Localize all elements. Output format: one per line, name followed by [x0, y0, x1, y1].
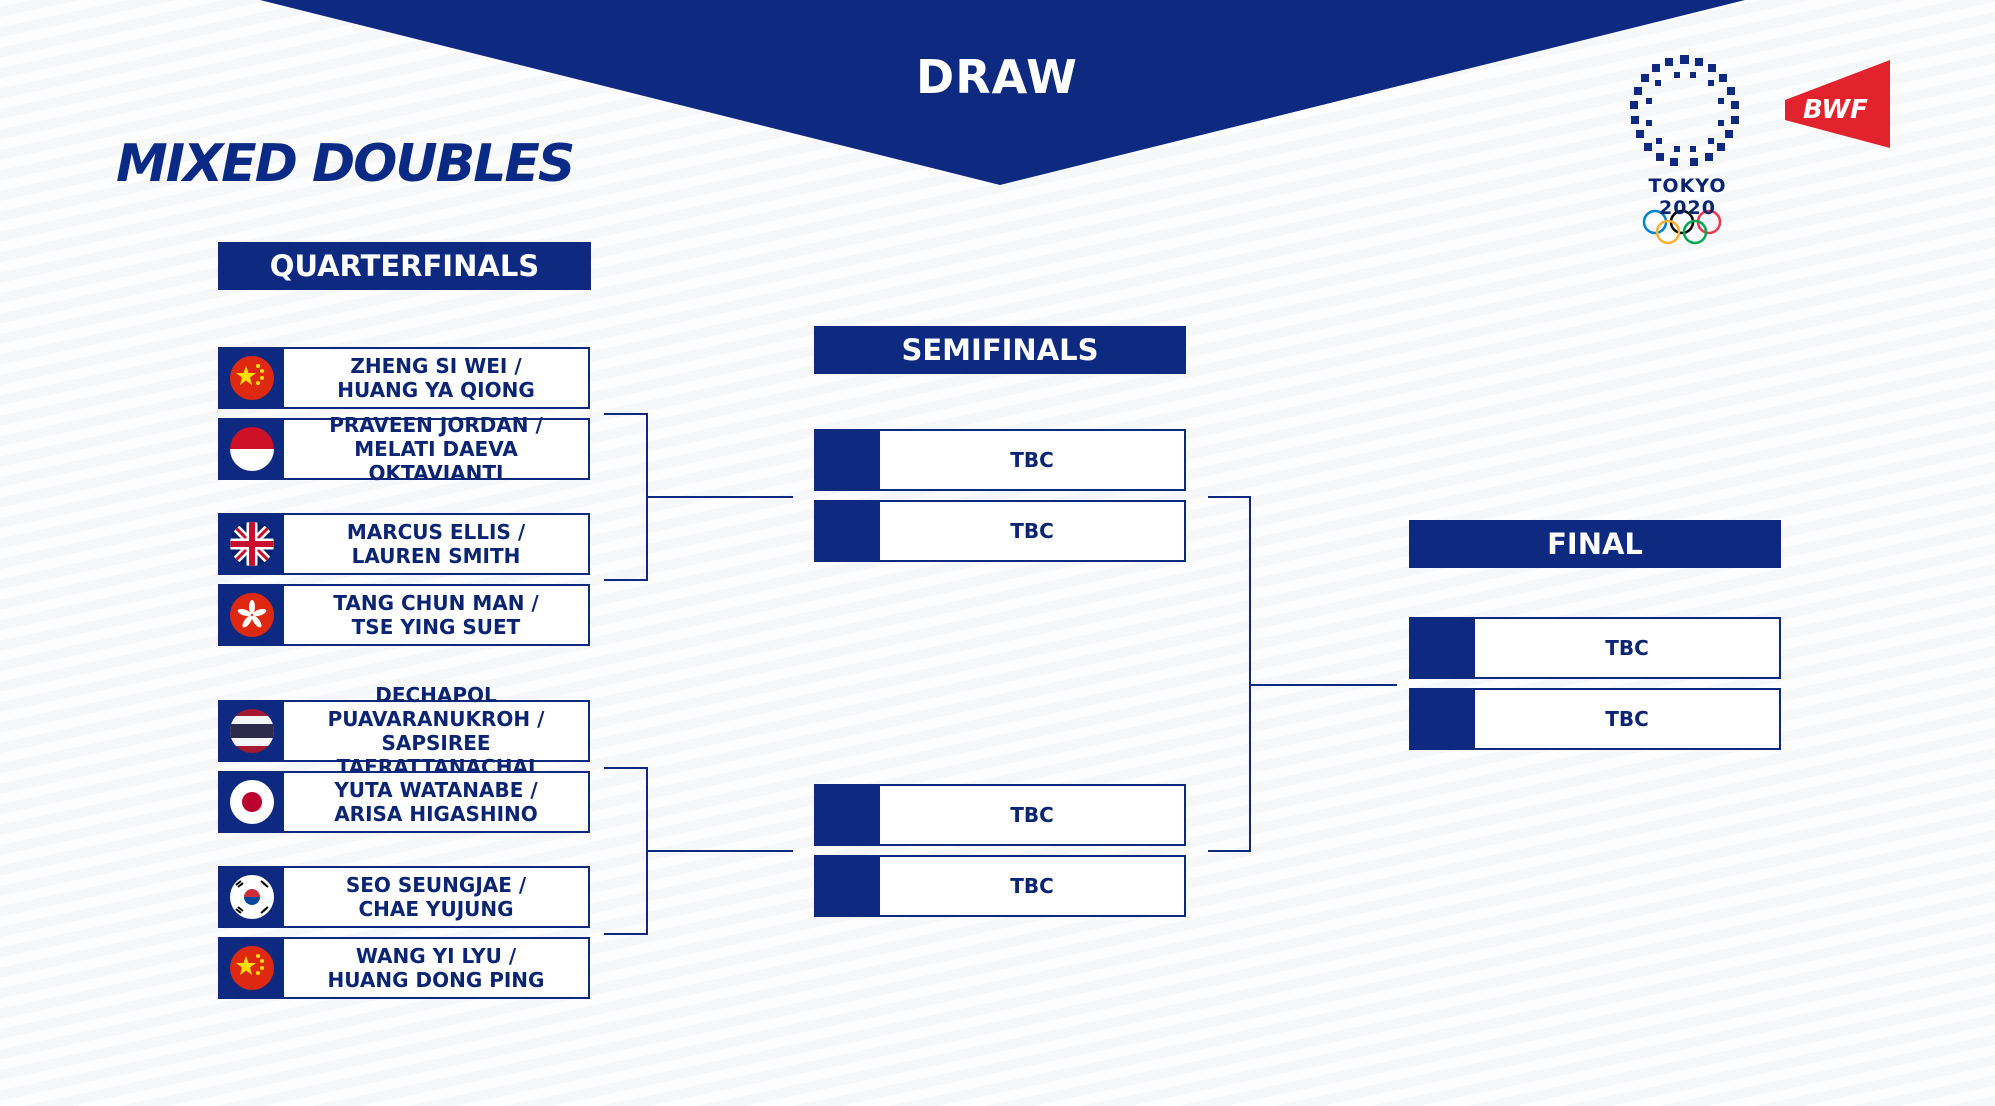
thailand-flag-icon: [230, 709, 274, 753]
final-entry: TBC: [1409, 688, 1781, 750]
bwf-logo-text: BWF: [1803, 95, 1868, 125]
header-banner: [260, 0, 1745, 185]
semifinals-header: SEMIFINALS: [814, 326, 1186, 374]
player-pair-line2: HUANG YA QIONG: [337, 378, 535, 402]
semifinal-entry: TBC: [814, 784, 1186, 846]
player-pair-line2: MELATI DAEVA OKTAVIANTI: [354, 437, 518, 485]
semifinal-entry-label: TBC: [1010, 874, 1054, 898]
korea-flag-icon: [230, 875, 274, 919]
quarterfinal-entry: SEO SEUNGJAE /CHAE YUJUNG: [218, 866, 590, 928]
player-pair-line1: ZHENG SI WEI /: [350, 354, 522, 378]
quarterfinals-header: QUARTERFINALS: [218, 242, 591, 290]
final-header: FINAL: [1409, 520, 1781, 568]
player-pair-line1: SEO SEUNGJAE /: [345, 873, 527, 897]
quarterfinal-entry: MARCUS ELLIS /LAUREN SMITH: [218, 513, 590, 575]
player-pair-line2: TSE YING SUET: [351, 615, 521, 639]
semifinal-entry: TBC: [814, 429, 1186, 491]
hong-kong-flag-icon: [230, 593, 274, 637]
semifinal-entry: TBC: [814, 500, 1186, 562]
china-flag-icon: [230, 946, 274, 990]
indonesia-flag-icon: [230, 427, 274, 471]
player-pair-line1: WANG YI LYU /: [355, 944, 517, 968]
player-pair-line2: LAUREN SMITH: [351, 544, 521, 568]
final-entry-label: TBC: [1605, 636, 1649, 660]
quarterfinal-entry: TANG CHUN MAN /TSE YING SUET: [218, 584, 590, 646]
player-pair-line1: MARCUS ELLIS /: [346, 520, 526, 544]
player-pair-line2: HUANG DONG PING: [327, 968, 545, 992]
final-entry: TBC: [1409, 617, 1781, 679]
china-flag-icon: [230, 356, 274, 400]
semifinal-entry: TBC: [814, 855, 1186, 917]
semifinal-entry-label: TBC: [1010, 803, 1054, 827]
player-pair-line1: TANG CHUN MAN /: [333, 591, 539, 615]
japan-flag-icon: [230, 780, 274, 824]
bwf-logo-icon: BWF: [1785, 60, 1890, 148]
final-entry-label: TBC: [1605, 707, 1649, 731]
quarterfinal-entry: YUTA WATANABE /ARISA HIGASHINO: [218, 771, 590, 833]
player-pair-line1: PRAVEEN JORDAN /: [329, 413, 543, 437]
tokyo-2020-emblem-icon: [1630, 55, 1739, 245]
semifinal-entry-label: TBC: [1010, 448, 1054, 472]
tokyo-2020-label: TOKYO 2020: [1648, 175, 1727, 219]
page-title: DRAW: [916, 50, 1078, 104]
semifinal-entry-label: TBC: [1010, 519, 1054, 543]
quarterfinal-entry: PRAVEEN JORDAN /MELATI DAEVA OKTAVIANTI: [218, 413, 590, 485]
player-pair-line1: DECHAPOL PUAVARANUKROH /: [327, 683, 545, 731]
quarterfinal-entry: ZHENG SI WEI /HUANG YA QIONG: [218, 347, 590, 409]
event-title: MIXED DOUBLES: [116, 134, 575, 194]
player-pair-line2: CHAE YUJUNG: [358, 897, 514, 921]
quarterfinal-entry: WANG YI LYU /HUANG DONG PING: [218, 937, 590, 999]
player-pair-line1: YUTA WATANABE /: [334, 778, 538, 802]
player-pair-line2: ARISA HIGASHINO: [334, 802, 538, 826]
